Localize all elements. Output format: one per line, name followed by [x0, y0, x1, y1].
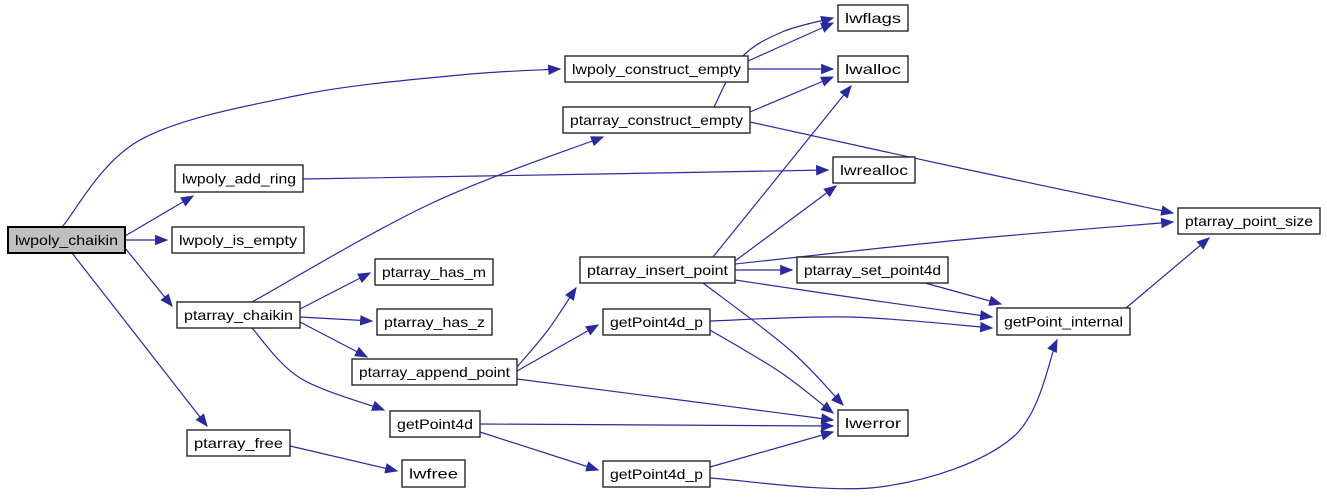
- node-box-lwpoly_construct_empty[interactable]: [564, 55, 749, 83]
- edge-lwpoly_chaikin-to-lwpoly_add_ring: [124, 195, 195, 237]
- node-ptarray_point_size[interactable]: ptarray_point_size: [1177, 207, 1321, 235]
- edge-ptarray_chaikin-to-ptarray_has_z: [299, 315, 374, 326]
- node-getPoint_internal[interactable]: getPoint_internal: [996, 307, 1131, 336]
- edge-ptarray_free-to-lwfree: [289, 445, 399, 474]
- edge-lwpoly_chaikin-to-lwpoly_construct_empty: [61, 64, 562, 228]
- node-label-lwpoly_chaikin: lwpoly_chaikin: [15, 232, 118, 248]
- node-ptarray_has_z[interactable]: ptarray_has_z: [376, 308, 493, 336]
- node-lwrealloc[interactable]: lwrealloc: [832, 156, 916, 184]
- node-label-ptarray_set_point4d: ptarray_set_point4d: [804, 262, 941, 278]
- node-box-lwpoly_is_empty[interactable]: [171, 226, 305, 254]
- node-box-ptarray_insert_point[interactable]: [579, 256, 736, 284]
- edge-ptarray_append_point-to-getPoint4d_p_1: [516, 324, 600, 372]
- node-ptarray_construct_empty[interactable]: ptarray_construct_empty: [562, 106, 751, 134]
- node-box-getPoint_internal[interactable]: [996, 307, 1131, 336]
- node-box-ptarray_set_point4d[interactable]: [796, 256, 949, 284]
- node-box-ptarray_free[interactable]: [186, 429, 291, 457]
- node-ptarray_free[interactable]: ptarray_free: [186, 429, 291, 457]
- node-box-lwalloc[interactable]: [837, 55, 909, 83]
- node-box-ptarray_append_point[interactable]: [351, 358, 518, 386]
- edge-lwpoly_construct_empty-to-lwflags: [747, 22, 835, 62]
- node-label-ptarray_has_m: ptarray_has_m: [382, 264, 486, 280]
- node-ptarray_set_point4d[interactable]: ptarray_set_point4d: [796, 256, 949, 284]
- node-getPoint4d_p_2[interactable]: getPoint4d_p: [602, 460, 711, 488]
- node-box-ptarray_has_z[interactable]: [376, 308, 493, 336]
- node-lwflags[interactable]: lwflags: [837, 4, 909, 32]
- node-label-lwpoly_construct_empty: lwpoly_construct_empty: [572, 61, 741, 77]
- node-label-lwrealloc: lwrealloc: [840, 162, 908, 178]
- edge-getPoint4d_p_1-to-lwerror: [709, 329, 835, 414]
- edge-getPoint4d_p_2-to-lwerror: [709, 430, 835, 468]
- edge-ptarray_insert_point-to-lwalloc: [712, 84, 852, 258]
- node-box-ptarray_has_m[interactable]: [374, 258, 494, 286]
- edge-lwpoly_chaikin-to-ptarray_free: [71, 252, 208, 428]
- node-box-getPoint4d_p_1[interactable]: [602, 308, 711, 336]
- node-label-lwpoly_is_empty: lwpoly_is_empty: [179, 232, 297, 248]
- node-box-lwflags[interactable]: [837, 4, 909, 32]
- node-ptarray_chaikin[interactable]: ptarray_chaikin: [176, 301, 301, 329]
- node-label-ptarray_chaikin: ptarray_chaikin: [184, 307, 293, 323]
- node-box-lwerror[interactable]: [837, 409, 909, 437]
- node-label-lwpoly_add_ring: lwpoly_add_ring: [182, 171, 296, 187]
- node-box-ptarray_chaikin[interactable]: [176, 301, 301, 329]
- node-label-ptarray_construct_empty: ptarray_construct_empty: [570, 112, 743, 128]
- node-ptarray_insert_point[interactable]: ptarray_insert_point: [579, 256, 736, 284]
- edge-getPoint4d_p_2-to-getPoint_internal: [709, 338, 1058, 490]
- node-ptarray_has_m[interactable]: ptarray_has_m: [374, 258, 494, 286]
- edge-ptarray_append_point-to-lwerror: [516, 378, 835, 424]
- node-box-lwpoly_chaikin[interactable]: [7, 226, 126, 254]
- edge-getPoint4d_p_1-to-getPoint_internal: [709, 316, 994, 333]
- node-label-getPoint_internal: getPoint_internal: [1004, 314, 1123, 330]
- node-box-ptarray_point_size[interactable]: [1177, 207, 1321, 235]
- edge-lwpoly_add_ring-to-lwrealloc: [302, 164, 830, 180]
- edge-ptarray_construct_empty-to-lwalloc: [749, 76, 835, 113]
- node-label-ptarray_point_size: ptarray_point_size: [1185, 213, 1313, 229]
- node-box-getPoint4d_p_2[interactable]: [602, 460, 711, 488]
- node-label-getPoint4d: getPoint4d: [397, 416, 473, 432]
- node-lwerror[interactable]: lwerror: [837, 409, 909, 437]
- node-lwfree[interactable]: lwfree: [401, 459, 466, 488]
- node-label-lwalloc: lwalloc: [845, 61, 901, 77]
- edge-ptarray_insert_point-to-lwerror: [702, 282, 844, 406]
- node-ptarray_append_point[interactable]: ptarray_append_point: [351, 358, 518, 386]
- edge-ptarray_chaikin-to-ptarray_construct_empty: [251, 136, 605, 303]
- node-box-ptarray_construct_empty[interactable]: [562, 106, 751, 134]
- edge-ptarray_append_point-to-ptarray_insert_point: [516, 286, 577, 368]
- edge-ptarray_chaikin-to-ptarray_has_m: [299, 272, 372, 310]
- node-label-getPoint4d_p_2: getPoint4d_p: [610, 466, 703, 482]
- node-label-getPoint4d_p_1: getPoint4d_p: [610, 314, 703, 330]
- edge-getPoint_internal-to-ptarray_point_size: [1125, 237, 1211, 309]
- node-box-lwpoly_add_ring[interactable]: [174, 164, 304, 193]
- node-lwalloc[interactable]: lwalloc: [837, 55, 909, 83]
- node-lwpoly_is_empty[interactable]: lwpoly_is_empty: [171, 226, 305, 254]
- edge-ptarray_insert_point-to-lwrealloc: [734, 185, 838, 262]
- node-lwpoly_add_ring[interactable]: lwpoly_add_ring: [174, 164, 304, 193]
- edge-ptarray_insert_point-to-ptarray_point_size: [734, 217, 1175, 265]
- node-label-lwfree: lwfree: [409, 466, 458, 482]
- node-box-getPoint4d[interactable]: [389, 410, 481, 438]
- edge-ptarray_chaikin-to-getPoint4d: [251, 327, 386, 411]
- node-label-ptarray_insert_point: ptarray_insert_point: [587, 262, 728, 278]
- edge-ptarray_set_point4d-to-getPoint_internal: [924, 282, 1003, 306]
- node-lwpoly_construct_empty[interactable]: lwpoly_construct_empty: [564, 55, 749, 83]
- node-label-ptarray_append_point: ptarray_append_point: [359, 364, 510, 380]
- edge-ptarray_chaikin-to-ptarray_append_point: [299, 321, 369, 358]
- edge-ptarray_construct_empty-to-ptarray_point_size: [749, 121, 1175, 216]
- node-getPoint4d_p_1[interactable]: getPoint4d_p: [602, 308, 711, 336]
- edge-getPoint4d-to-getPoint4d_p_2: [479, 431, 600, 472]
- node-label-ptarray_has_z: ptarray_has_z: [384, 314, 485, 330]
- node-lwpoly_chaikin[interactable]: lwpoly_chaikin: [7, 226, 126, 254]
- edge-lwpoly_chaikin-to-ptarray_chaikin: [124, 247, 173, 308]
- edge-ptarray_insert_point-to-getPoint_internal: [734, 279, 994, 321]
- edge-getPoint4d-to-lwerror: [479, 420, 835, 432]
- node-getPoint4d[interactable]: getPoint4d: [389, 410, 481, 438]
- node-box-lwrealloc[interactable]: [832, 156, 916, 184]
- node-label-lwflags: lwflags: [845, 10, 901, 26]
- node-label-lwerror: lwerror: [845, 415, 901, 431]
- node-box-lwfree[interactable]: [401, 459, 466, 488]
- node-label-ptarray_free: ptarray_free: [194, 435, 283, 451]
- edge-ptarray_construct_empty-to-lwflags: [713, 16, 835, 108]
